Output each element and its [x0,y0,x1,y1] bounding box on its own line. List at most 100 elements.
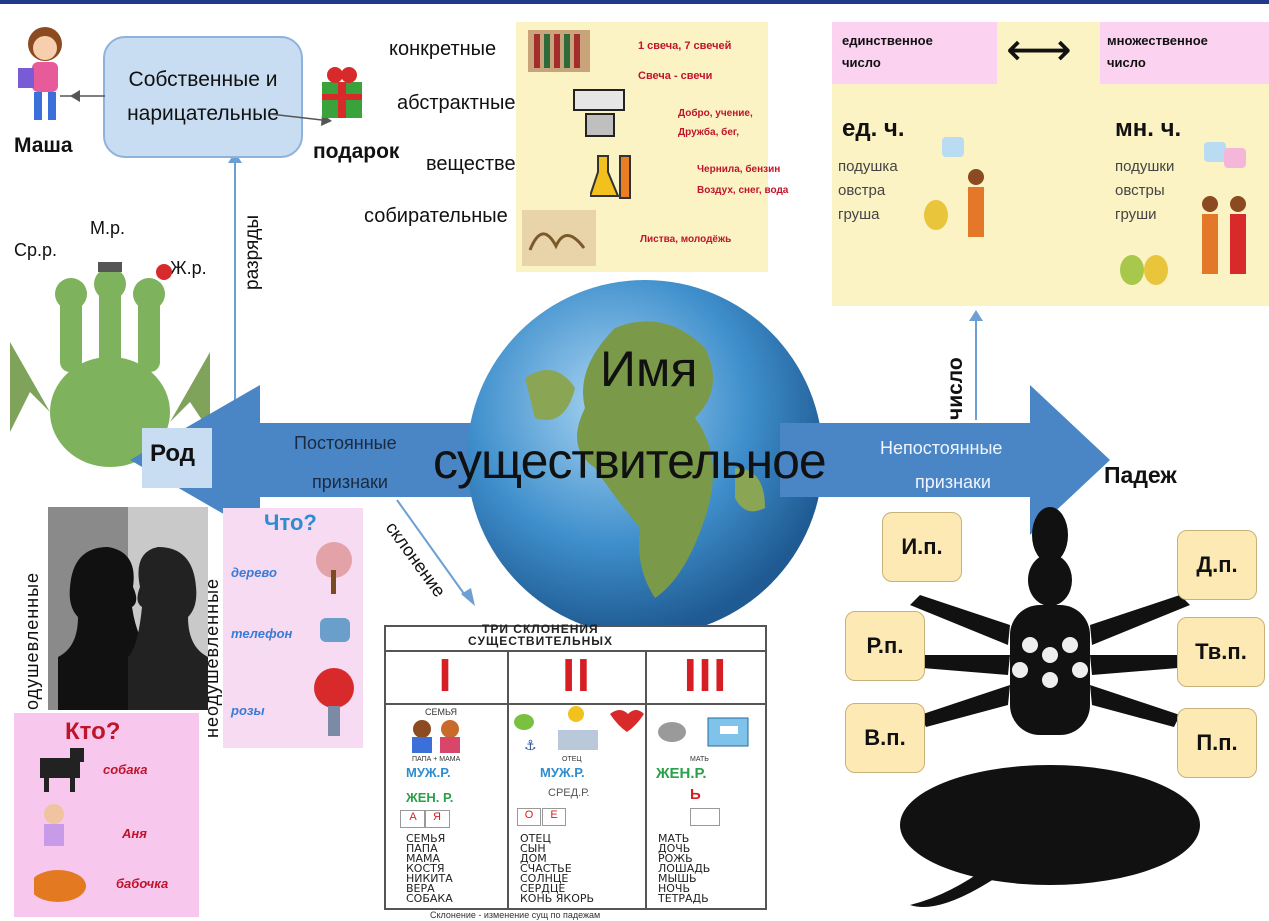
plural-word-1: подушки [1115,158,1175,175]
who-item-3: бабочка [116,876,169,891]
mouse-notebook-picture [658,717,749,747]
veshchestvennye-example-2: Воздух, снег, вода [697,185,789,196]
col2-ending-1: О [517,808,541,826]
top-border [0,0,1269,4]
col2-word-2: СЫН [520,842,546,855]
animate-label: одушевленные [22,571,42,710]
declension-title-2: СУЩЕСТВИТЕЛЬНЫХ [468,634,613,648]
col3-word-6: НОЧЬ [658,882,691,895]
left-arrow-label-line2: признаки [312,472,388,492]
col2-word-5: СОЛНЦЕ [520,872,569,885]
globe-picture [467,280,823,636]
singular-pictures [924,137,984,237]
col1-sub-caption: ПАПА + МАМА [412,756,461,763]
what-item-1: дерево [231,565,277,580]
table-vline-2 [645,650,647,908]
singular-word-1: подушка [838,158,898,175]
declension-table [384,625,767,910]
table-hline-top [384,650,767,652]
left-arrow-label-line1: Постоянные [294,433,397,453]
candles-picture [528,30,590,72]
declension-footer: Склонение - изменение сущ по падежам [430,910,601,920]
konkretnye-example-2: Свеча - свечи [638,70,713,82]
case-nominative: И.п. [882,512,962,582]
konkretnye-example-1: 1 свеча, 7 свечей [638,40,732,52]
col2-word-4: СЧАСТЬЕ [520,862,572,875]
silhouettes-picture [48,507,208,710]
type-abstraktnye: абстрактные [397,92,516,114]
podarok-label: подарок [313,140,400,163]
abstraktnye-example-1: Добро, учение, [678,108,753,119]
col2-gender-1: МУЖ.Р. [540,765,585,780]
declension-numeral-2: II [562,649,592,701]
what-item-3: розы [231,703,265,718]
table-vline-1 [507,650,509,908]
col1-word-2: ПАПА [406,842,438,855]
col2-sub-caption: ОТЕЦ [562,756,582,763]
plural-header: множественное число [1107,33,1208,70]
gender-neuter-label: Ср.р. [14,240,58,260]
col1-word-6: ВЕРА [406,882,435,895]
col3-word-2: ДОЧЬ [658,842,691,855]
plural-pictures [1120,142,1246,285]
declension-title-1: ТРИ СКЛОНЕНИЯ [482,622,599,636]
flasks-picture [590,155,631,199]
left-arrow-shape [130,385,550,535]
case-genitive: Р.п. [845,611,925,681]
singular-header: единственное число [842,33,933,70]
col1-img-caption: СЕМЬЯ [425,707,458,717]
proper-common-line1: Собственные и [128,68,278,91]
gender-masc-label: М.р. [90,218,126,238]
masha-label: Маша [14,134,73,157]
gift-box-picture [322,67,362,118]
three-headed-dragon-picture [10,262,210,467]
col2-word-7: КОНЬ ЯКОРЬ [520,892,595,905]
col2-word-1: ОТЕЦ [520,832,551,845]
what-item-2: телефон [231,626,293,641]
col3-sub-caption: МАТЬ [690,756,709,763]
declension-numeral-1: I [438,649,454,701]
col1-gender-2: ЖЕН. Р. [406,790,454,805]
family-picture [412,720,460,753]
col1-word-3: МАМА [406,852,441,865]
col1-word-5: НИКИТА [406,872,453,885]
col1-word-7: СОБАКА [406,892,453,905]
chislo-axis-line [975,318,977,420]
col3-word-7: ТЕТРАДЬ [658,892,709,905]
plural-abbr: мн. ч. [1115,115,1182,142]
col1-gender-1: МУЖ.Р. [406,765,451,780]
singular-word-3: груша [838,206,880,223]
house-sun-heart-picture: ⚓ [514,706,644,754]
who-item-1: собака [103,762,148,777]
sklonenie-axis [396,499,475,606]
col3-gender-1: ЖЕН.Р. [656,765,707,782]
col3-ending-box [690,808,720,826]
who-item-2: Аня [122,826,147,841]
col2-word-6: СЕРДЦЕ [520,882,566,895]
inanimate-label: неодушевленные [202,577,222,738]
proper-common-line2: нарицательные [127,102,279,125]
chislo-label: число [944,357,967,420]
table-hline-mid [384,703,767,705]
chislo-arrowhead [969,310,983,321]
what-question: Что? [264,510,317,535]
right-arrow-label-line1: Непостоянные [880,438,1003,458]
col1-ending-1: А [400,810,426,828]
case-prepositional: П.п. [1177,708,1257,778]
col1-ending-2: Я [424,810,450,828]
singular-abbr: ед. ч. [842,115,905,142]
col2-ending-2: Е [542,808,566,826]
girl-masha-picture [18,27,62,120]
goddess-silhouette-picture [900,507,1200,907]
right-arrow-shape [780,385,1110,535]
col3-word-4: ЛОШАДЬ [658,862,711,875]
razryady-label: разряды [242,214,263,290]
declension-numeral-3: III [683,649,729,701]
svg-text:⚓: ⚓ [524,738,537,754]
singular-word-2: овстра [838,182,886,199]
col3-word-5: МЫШЬ [658,872,697,885]
plural-word-2: овстры [1115,182,1165,199]
type-sobiratelnye: собирательные [364,205,508,227]
case-accusative: В.п. [845,703,925,773]
rod-label: Род [150,440,195,467]
